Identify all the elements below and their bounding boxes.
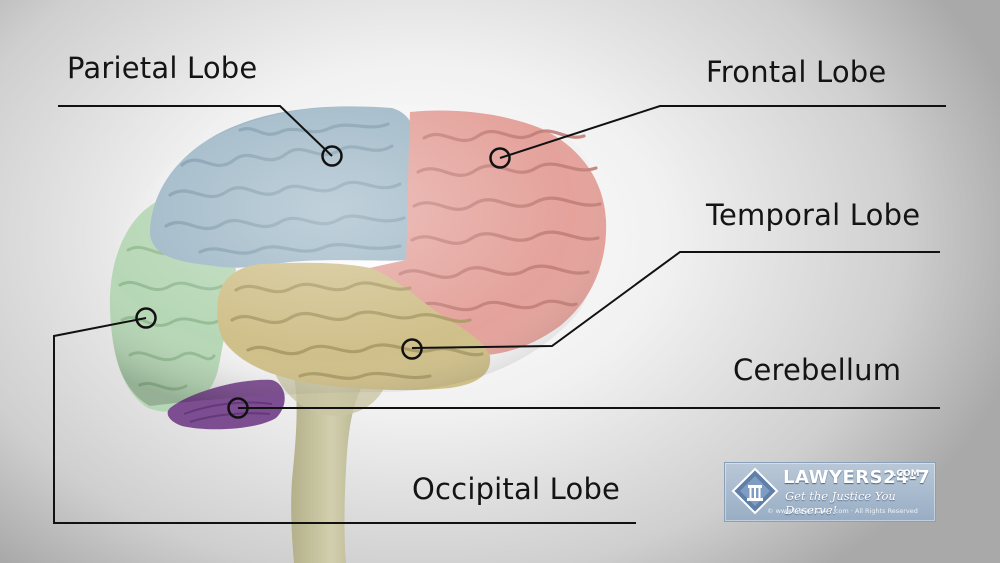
marker-cerebellum xyxy=(227,397,249,419)
lawyers247-logo: LAWYERS24-7 .COM Get the Justice You Des… xyxy=(724,462,936,522)
leader-lines xyxy=(53,105,946,524)
logo-tagline: Get the Justice You Deserve! xyxy=(785,489,896,517)
logo-name: LAWYERS24-7 xyxy=(783,467,931,488)
marker-parietal xyxy=(321,145,343,167)
scales-of-justice-icon xyxy=(731,467,779,515)
leader-line-temporal xyxy=(411,251,940,349)
logo-tld: .COM xyxy=(893,469,920,479)
marker-temporal xyxy=(401,338,423,360)
markers xyxy=(135,145,511,419)
label-temporal-lobe: Temporal Lobe xyxy=(706,198,921,232)
leader-line-parietal xyxy=(58,105,333,157)
label-cerebellum: Cerebellum xyxy=(733,353,902,387)
label-occipital-lobe: Occipital Lobe xyxy=(412,472,621,506)
label-parietal-lobe: Parietal Lobe xyxy=(67,51,258,85)
leader-line-occipital xyxy=(53,317,636,524)
marker-frontal xyxy=(489,147,511,169)
logo-copyright: © www.lawyers24-7.com · All Rights Reser… xyxy=(767,507,918,515)
marker-occipital xyxy=(135,307,157,329)
brain-shading xyxy=(110,104,602,406)
leader-line-frontal xyxy=(499,105,946,159)
label-frontal-lobe: Frontal Lobe xyxy=(706,55,887,89)
